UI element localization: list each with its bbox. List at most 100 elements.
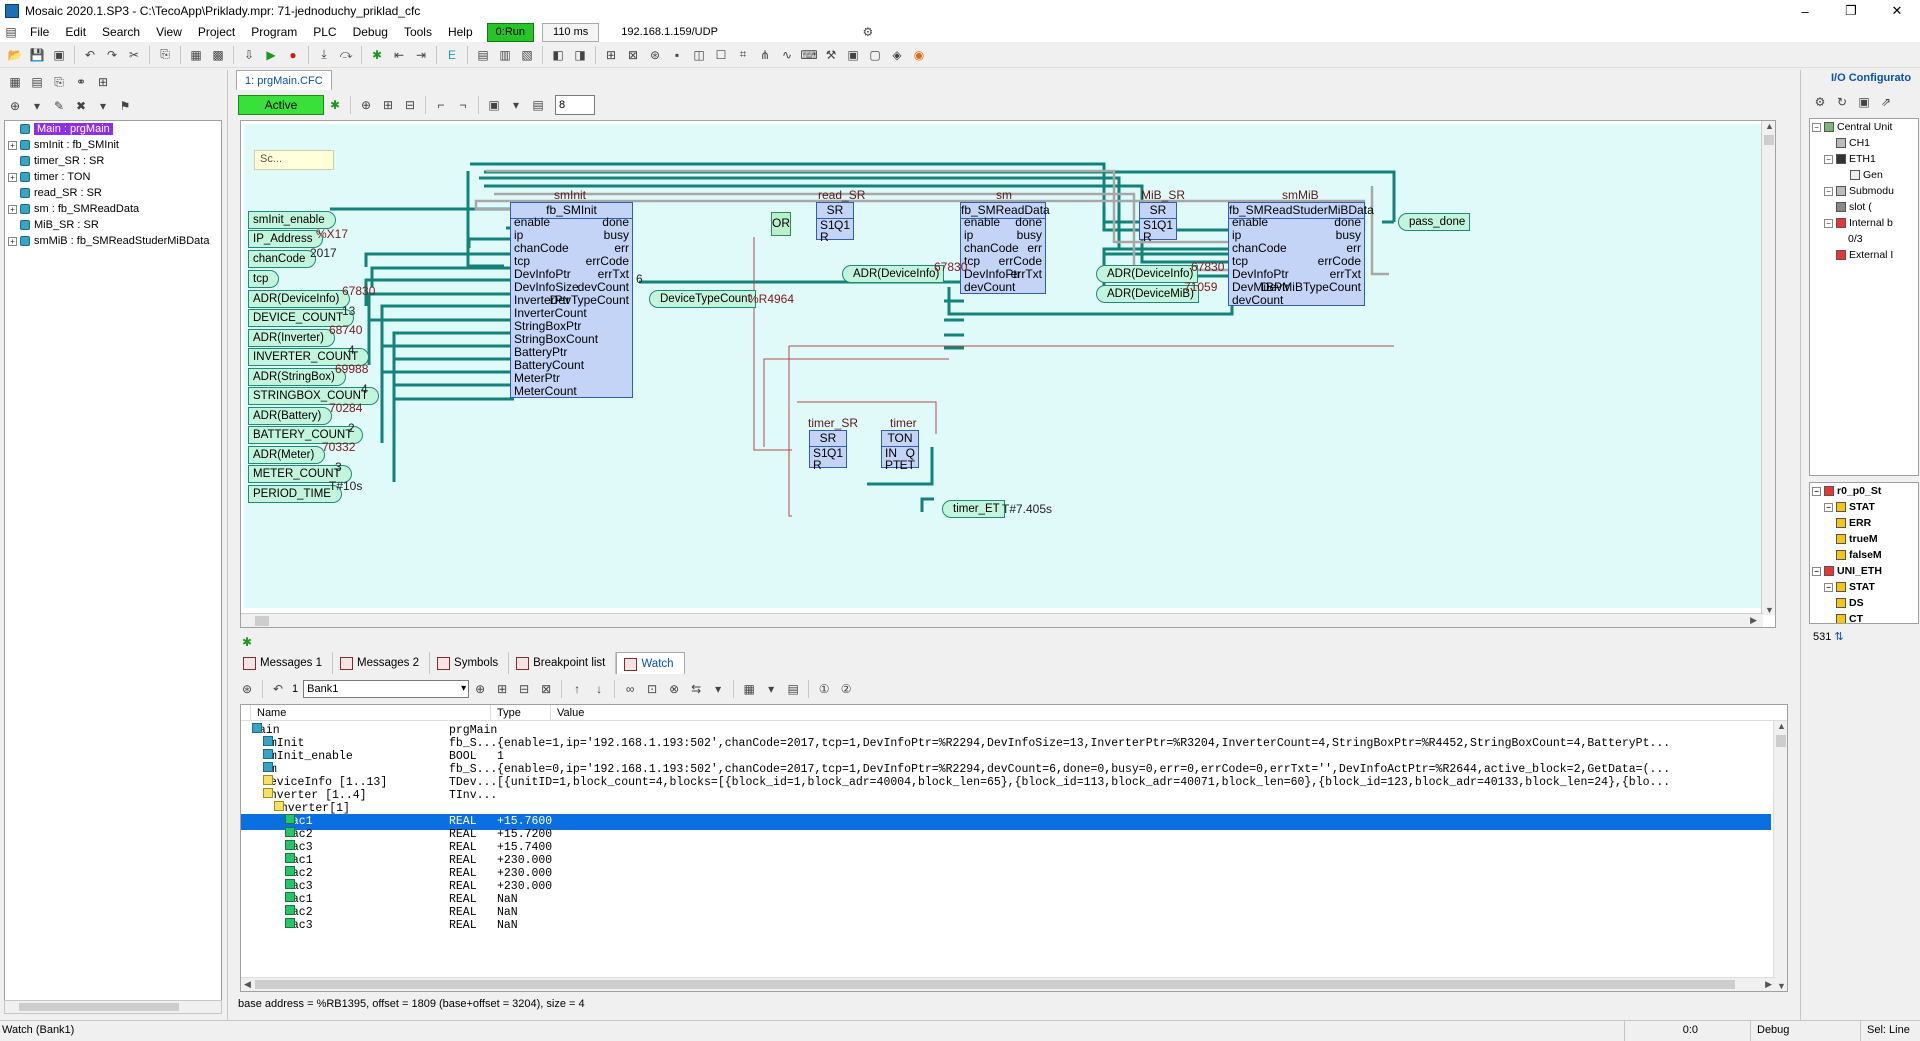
watch-row-value[interactable]: NaN <box>497 919 518 932</box>
menu-plc[interactable]: PLC <box>313 25 337 39</box>
io-tree-item[interactable]: −ETH1 <box>1810 151 1918 167</box>
watch-row[interactable]: +smfb_S...{enable=0,ip='192.168.1.193:50… <box>241 762 1771 778</box>
input-DEVICE_COUNT[interactable]: DEVICE_COUNT <box>248 309 355 327</box>
graph-icon[interactable]: ⌗ <box>739 47 747 61</box>
bank-select[interactable]: Bank1 <box>303 680 470 698</box>
run-icon[interactable]: ▶ <box>266 47 276 62</box>
go-back-icon[interactable]: ⇤ <box>393 47 405 62</box>
debug-icon[interactable]: ✱ <box>371 47 383 62</box>
keyboard-icon[interactable]: ⌨ <box>800 47 818 62</box>
watch-row-value[interactable]: NaN <box>497 893 518 906</box>
step-over-icon[interactable]: ⤼ <box>339 47 353 61</box>
add-block-icon[interactable]: ⊕ <box>360 98 372 112</box>
force-icon[interactable]: ⊗ <box>669 682 680 696</box>
watch-vscrollbar[interactable]: ▲▼ <box>1773 721 1787 991</box>
hw-config-icon[interactable]: ⊞ <box>605 47 617 62</box>
go-forward-icon[interactable]: ⇥ <box>415 47 427 62</box>
io-settings-icon[interactable]: ⚙ <box>1814 95 1826 109</box>
watch-row[interactable]: +smInitfb_S...{enable=1,ip='192.168.1.19… <box>241 736 1771 752</box>
io-icon[interactable]: ⊠ <box>627 47 639 62</box>
tree-item[interactable]: timer_SR : SR <box>5 153 221 169</box>
monitor-icon[interactable]: ▢ <box>869 47 881 62</box>
dropdown-icon[interactable]: ▾ <box>33 99 41 113</box>
watch-row-value[interactable]: +230.000 <box>497 854 553 867</box>
view-mode-icon[interactable]: ▣ <box>488 98 500 112</box>
tree-item[interactable]: +smMiB : fb_SMReadStuderMiBData <box>5 233 221 249</box>
stop-icon[interactable]: ● <box>289 47 297 62</box>
input-tcp[interactable]: tcp <box>248 270 280 288</box>
io-tree-item[interactable]: Gen <box>1810 167 1918 183</box>
tree-item[interactable]: MiB_SR : SR <box>5 217 221 233</box>
inspect-icon[interactable]: ◫ <box>693 47 705 62</box>
minimize-button[interactable]: – <box>1801 3 1809 19</box>
io-refresh-icon[interactable]: ↻ <box>1836 95 1848 109</box>
network-icon[interactable]: ⊛ <box>649 47 661 62</box>
io-tree2-item[interactable]: −STAT <box>1810 579 1918 595</box>
disconnect-icon[interactable]: ¬ <box>459 98 467 112</box>
step-icon[interactable]: ⤓ <box>321 47 327 61</box>
tree-item[interactable]: +timer : TON <box>5 169 221 185</box>
comment-box[interactable]: Sc... <box>254 150 334 170</box>
io-tree2-item[interactable]: −r0_p0_St <box>1810 483 1918 499</box>
watch-table-icon[interactable]: ▤ <box>787 682 799 696</box>
col-type[interactable]: Type <box>491 705 551 720</box>
canvas-hscrollbar[interactable]: ▶ <box>241 613 1763 627</box>
move-up-icon[interactable]: ↑ <box>574 682 581 696</box>
watch-row-value[interactable]: +15.7600 <box>497 815 553 828</box>
io-tree-item[interactable]: slot ( <box>1810 199 1918 215</box>
copy-tree-icon[interactable]: ⎘ <box>54 74 64 89</box>
undo-icon[interactable]: ↶ <box>84 47 96 62</box>
tab-messages-1[interactable]: Messages 1 <box>236 652 334 674</box>
watch-settings-icon[interactable]: ⊛ <box>241 682 253 696</box>
editor-tab[interactable]: 1: prgMain.CFC <box>236 70 332 90</box>
grid-view-icon[interactable]: ▦ <box>743 682 755 696</box>
watch-undo-icon[interactable]: ↶ <box>272 682 284 696</box>
io-tree-icon[interactable]: ⊞ <box>97 75 109 89</box>
io-tree2-item[interactable]: falseM <box>1810 547 1918 563</box>
tree-root[interactable]: Main : prgMain <box>5 121 221 137</box>
menu-help[interactable]: Help <box>447 25 473 39</box>
watch-hscrollbar[interactable]: ◀▶ <box>241 977 1775 991</box>
grid-dropdown-icon[interactable]: ▾ <box>768 682 775 696</box>
view-dropdown-icon[interactable]: ▾ <box>512 98 520 112</box>
scope-icon[interactable]: ∿ <box>781 47 793 62</box>
copy-icon[interactable]: ⎘ <box>160 47 170 61</box>
io-export-icon[interactable]: ⇗ <box>1880 95 1892 109</box>
io-tree-item[interactable]: CH1 <box>1810 135 1918 151</box>
active-button[interactable]: Active <box>238 95 324 115</box>
input-ADR-Meter[interactable]: ADR(Meter) <box>248 446 326 464</box>
panel-right-icon[interactable]: ◨ <box>574 47 586 62</box>
input-METER_COUNT[interactable]: METER_COUNT <box>248 465 352 483</box>
io-tree2-item[interactable]: −STAT <box>1810 499 1918 515</box>
maximize-button[interactable]: ❐ <box>1845 3 1857 18</box>
download-icon[interactable]: ⇩ <box>243 47 255 62</box>
add-output-icon[interactable]: ⊟ <box>404 98 416 112</box>
bank2-icon[interactable]: ② <box>840 682 852 696</box>
io-tree2-item[interactable]: DS <box>1810 595 1918 611</box>
move-down-icon[interactable]: ↓ <box>596 682 603 696</box>
add-instance-icon[interactable]: ⊕ <box>9 99 21 113</box>
watch-row-value[interactable]: [{unitID=1,block_count=4,blocks=[{block_… <box>497 776 1671 789</box>
sort-icon[interactable]: ⇅ <box>1834 631 1844 643</box>
watch-add-icon[interactable]: ⊕ <box>475 682 486 696</box>
cfc-canvas[interactable]: Sc... smInit_enable IP_Address %X17 chan… <box>244 124 1774 608</box>
add-input-icon[interactable]: ⊞ <box>382 98 394 112</box>
watch-remove-icon[interactable]: ⊟ <box>519 682 530 696</box>
save-all-icon[interactable]: ▣ <box>53 47 65 62</box>
output-DeviceTypeCount[interactable]: DeviceTypeCount <box>649 290 756 308</box>
tree-item[interactable]: +sm : fb_SMReadData <box>5 201 221 217</box>
save-icon[interactable]: 💾 <box>29 47 45 62</box>
tool-icon[interactable]: ⚒ <box>825 47 837 62</box>
format-icon[interactable]: ⇆ <box>691 682 702 696</box>
read-sr-block[interactable]: SR S1 Q1 R <box>816 202 854 244</box>
tree-item[interactable]: read_SR : SR <box>5 185 221 201</box>
tab-watch[interactable]: Watch <box>616 652 685 674</box>
watch-row[interactable]: +DeviceInfo [1..13]TDev...[{unitID=1,blo… <box>241 775 1771 791</box>
watch-clear-icon[interactable]: ⊠ <box>541 682 552 696</box>
